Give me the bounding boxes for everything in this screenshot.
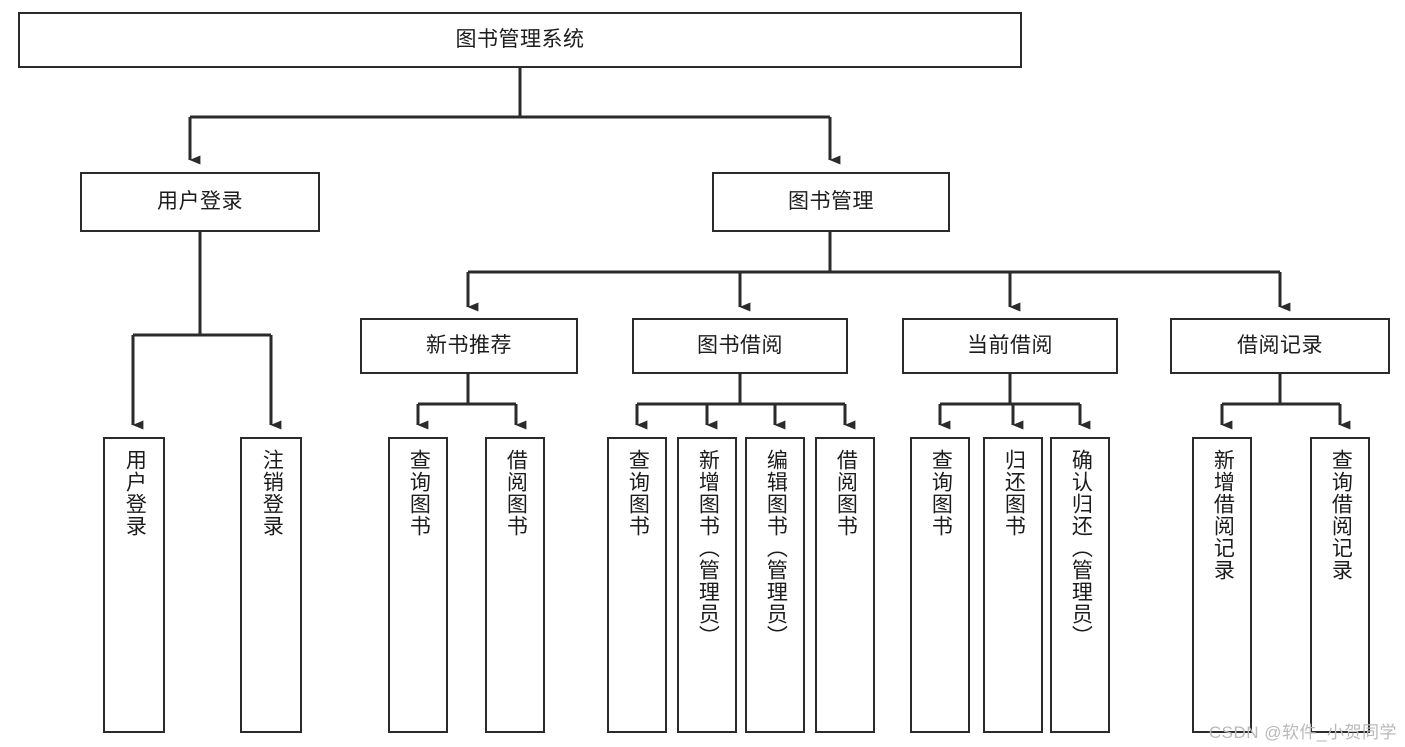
node-book-borrow[interactable]: 图书借阅 xyxy=(632,318,848,374)
node-borrow-record[interactable]: 借阅记录 xyxy=(1170,318,1390,374)
node-new-book-recommend-label: 新书推荐 xyxy=(426,334,512,358)
node-leaf-logout-login-label: 注销登录 xyxy=(260,449,284,537)
node-leaf-return-book[interactable]: 归还图书 xyxy=(983,437,1043,733)
node-leaf-confirm-return[interactable]: 确认归还（管理员） xyxy=(1050,437,1110,733)
node-leaf-confirm-return-label: 确认归还（管理员） xyxy=(1069,449,1093,647)
node-leaf-query-book-2-label: 查询图书 xyxy=(626,449,650,537)
node-leaf-user-login[interactable]: 用户登录 xyxy=(103,437,165,733)
node-leaf-borrow-book-2-label: 借阅图书 xyxy=(834,449,858,537)
node-leaf-borrow-book-2[interactable]: 借阅图书 xyxy=(815,437,875,733)
node-leaf-add-record-label: 新增借阅记录 xyxy=(1211,449,1235,581)
node-root[interactable]: 图书管理系统 xyxy=(18,12,1022,68)
node-leaf-return-book-label: 归还图书 xyxy=(1002,449,1026,537)
node-leaf-query-book-1-label: 查询图书 xyxy=(407,449,431,537)
node-leaf-user-login-label: 用户登录 xyxy=(123,449,147,537)
node-leaf-query-book-2[interactable]: 查询图书 xyxy=(607,437,667,733)
node-leaf-query-book-3[interactable]: 查询图书 xyxy=(910,437,970,733)
node-leaf-borrow-book-1-label: 借阅图书 xyxy=(504,449,528,537)
node-book-management-label: 图书管理 xyxy=(788,190,874,214)
node-new-book-recommend[interactable]: 新书推荐 xyxy=(360,318,578,374)
node-book-borrow-label: 图书借阅 xyxy=(697,334,783,358)
node-leaf-add-book[interactable]: 新增图书（管理员） xyxy=(677,437,737,733)
node-leaf-edit-book-label: 编辑图书（管理员） xyxy=(764,449,788,647)
node-leaf-logout-login[interactable]: 注销登录 xyxy=(240,437,302,733)
node-leaf-query-book-1[interactable]: 查询图书 xyxy=(388,437,448,733)
node-user-login-label: 用户登录 xyxy=(157,190,243,214)
node-current-borrow-label: 当前借阅 xyxy=(967,334,1053,358)
node-leaf-query-book-3-label: 查询图书 xyxy=(929,449,953,537)
node-book-management[interactable]: 图书管理 xyxy=(712,172,950,232)
watermark: CSDN @软件_小贺同学 xyxy=(1208,723,1397,742)
node-user-login[interactable]: 用户登录 xyxy=(80,172,320,232)
node-leaf-add-book-label: 新增图书（管理员） xyxy=(696,449,720,647)
node-root-label: 图书管理系统 xyxy=(455,28,585,52)
node-leaf-borrow-book-1[interactable]: 借阅图书 xyxy=(485,437,545,733)
node-current-borrow[interactable]: 当前借阅 xyxy=(902,318,1118,374)
node-leaf-edit-book[interactable]: 编辑图书（管理员） xyxy=(745,437,805,733)
node-borrow-record-label: 借阅记录 xyxy=(1237,334,1323,358)
node-leaf-query-record-label: 查询借阅记录 xyxy=(1329,449,1353,581)
node-leaf-add-record[interactable]: 新增借阅记录 xyxy=(1192,437,1252,733)
node-leaf-query-record[interactable]: 查询借阅记录 xyxy=(1310,437,1370,733)
